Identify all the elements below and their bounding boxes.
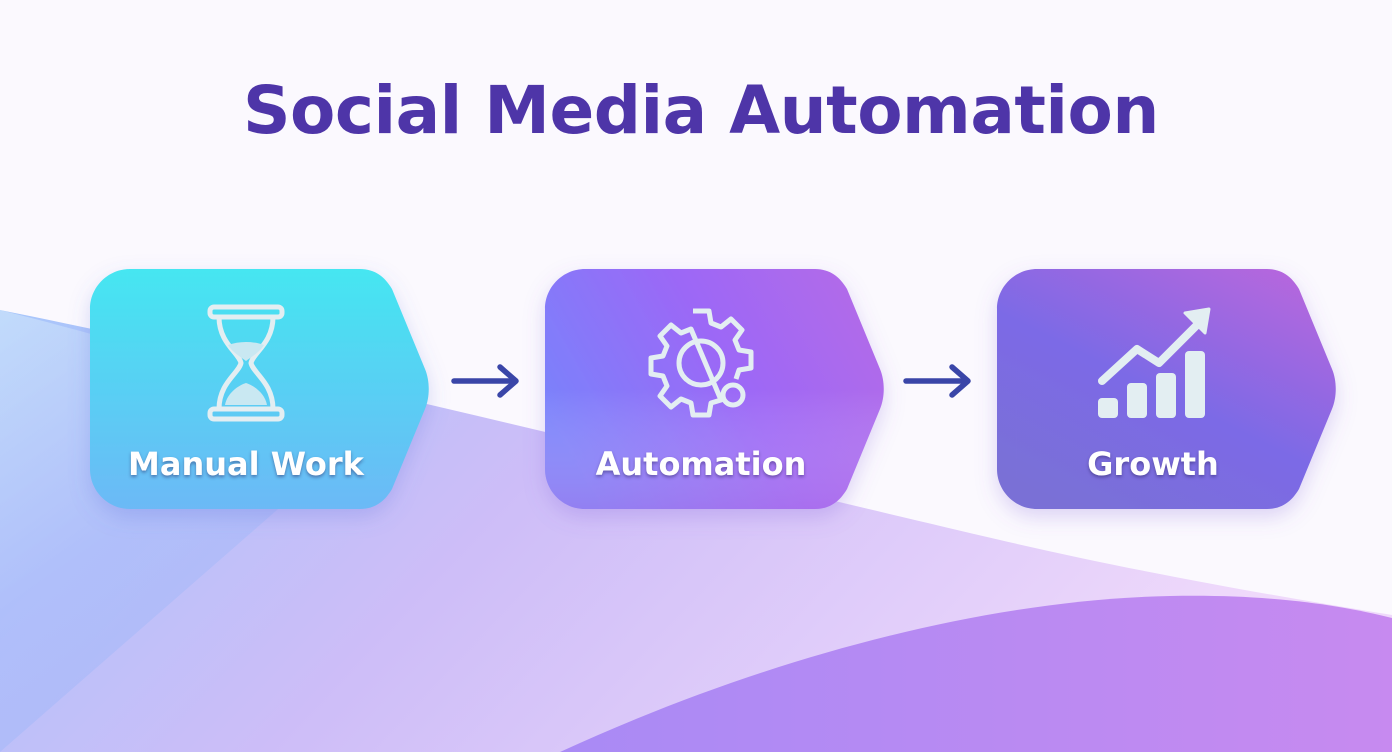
page-title: Social Media Automation (243, 72, 1159, 149)
hourglass-icon (90, 303, 402, 423)
step-label: Automation (595, 445, 807, 483)
gear-icon (545, 303, 857, 423)
step-card-manual-work: Manual Work (90, 269, 432, 509)
step-card-growth: Growth (997, 269, 1339, 509)
card-shape (90, 269, 429, 509)
arrow-right-icon (903, 364, 971, 398)
step-card-automation: Automation (545, 269, 887, 509)
growth-chart-icon (997, 303, 1309, 423)
arrow-right-icon (451, 364, 519, 398)
step-label: Growth (1087, 445, 1219, 483)
step-label: Manual Work (128, 445, 364, 483)
